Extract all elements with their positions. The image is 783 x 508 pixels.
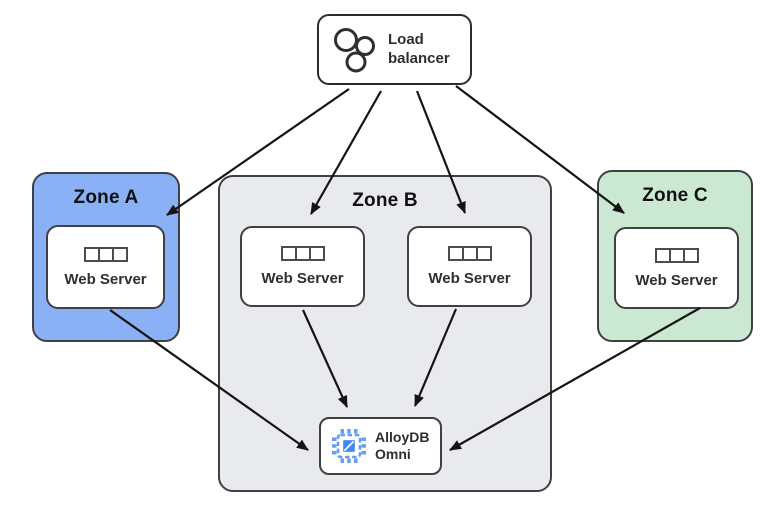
load-balancer-label: Load balancer xyxy=(388,30,450,67)
web-server-node-zone-c: Web Server xyxy=(614,227,739,309)
web-server-node-zone-b-1: Web Server xyxy=(240,226,365,307)
alloydb-omni-label: AlloyDB Omni xyxy=(375,429,430,462)
zone-c: Zone C Web Server xyxy=(597,170,753,342)
zone-b: Zone B Web Server Web Server xyxy=(218,175,552,492)
alloydb-omni-node: AlloyDB Omni xyxy=(319,417,442,475)
load-balancer-icon xyxy=(332,26,378,74)
alloydb-chip-icon xyxy=(331,428,367,464)
web-server-node-zone-b-2: Web Server xyxy=(407,226,532,307)
server-icon xyxy=(654,247,699,263)
zone-b-label: Zone B xyxy=(352,190,418,211)
web-server-label: Web Server xyxy=(261,270,344,287)
web-server-label: Web Server xyxy=(428,270,511,287)
server-icon xyxy=(83,246,128,262)
web-server-label: Web Server xyxy=(64,270,147,288)
server-icon xyxy=(447,246,492,261)
web-server-label: Web Server xyxy=(635,271,718,289)
zone-c-label: Zone C xyxy=(642,185,708,206)
web-server-node-zone-a: Web Server xyxy=(46,225,165,309)
zone-a: Zone A Web Server xyxy=(32,172,180,342)
zone-a-label: Zone A xyxy=(73,187,139,208)
load-balancer-node: Load balancer xyxy=(317,14,472,85)
server-icon xyxy=(280,246,325,261)
